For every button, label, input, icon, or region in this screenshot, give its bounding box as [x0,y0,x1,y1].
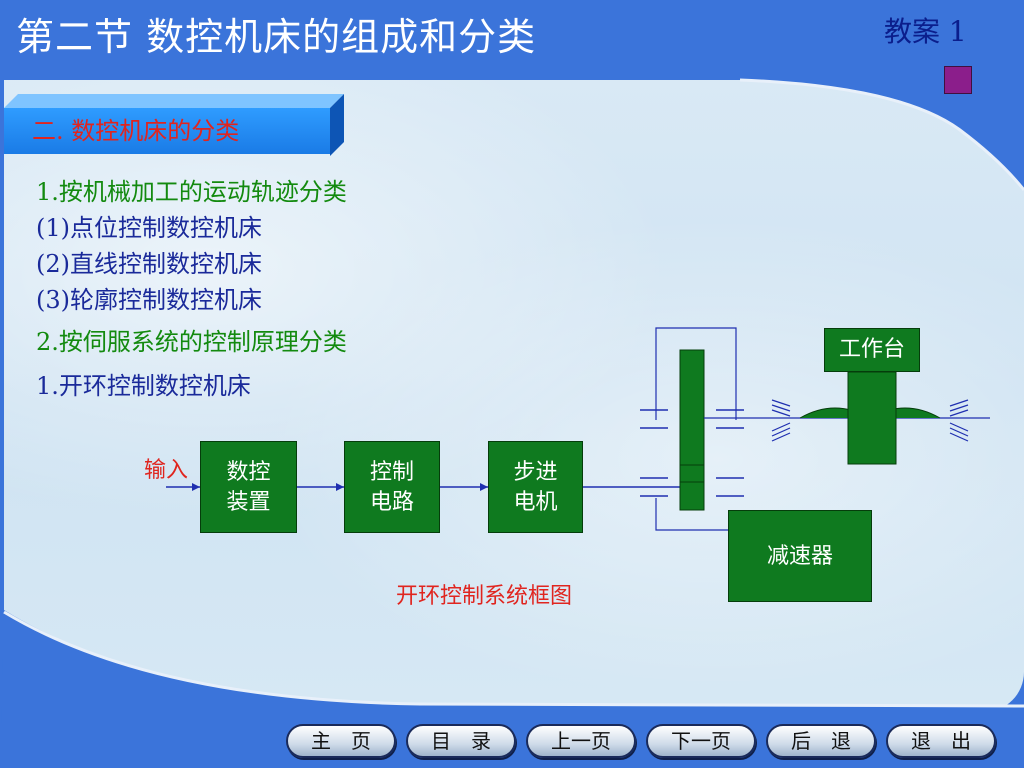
input-label: 输入 [144,458,189,483]
exit-button[interactable]: 退 出 [886,724,996,758]
nc-device-line2: 装置 [226,490,271,515]
diagram-caption: 开环控制系统框图 [396,584,573,609]
lesson-square-icon[interactable] [944,66,972,94]
arrowhead-circuit-to-motor [480,483,488,491]
item-open-loop: 1.开环控制数控机床 [36,372,251,400]
item-line-control: (2)直线控制数控机床 [36,250,262,278]
input-arrowhead [192,483,200,491]
bearing-right [949,399,969,442]
worktable-box: 工作台 [824,328,920,372]
bracket-top [655,327,737,420]
bracket-bottom [655,498,728,531]
item-contour-control: (3)轮廓控制数控机床 [36,286,262,314]
home-button[interactable]: 主 页 [286,724,396,758]
stepper-motor-line1: 步进 [513,460,558,485]
prev-page-button[interactable]: 上一页 [526,724,636,758]
lesson-label: 教案 1 [884,15,967,48]
item-point-control: (1)点位控制数控机床 [36,214,262,242]
control-circuit-line1: 控制 [369,460,414,485]
next-page-button[interactable]: 下一页 [646,724,756,758]
nav-bar: 主 页 目 录 上一页 下一页 后 退 退 出 [286,724,996,764]
toc-button[interactable]: 目 录 [406,724,516,758]
bearing-left [771,399,791,442]
stepper-motor-line2: 电机 [513,490,558,515]
page-title: 第二节 数控机床的组成和分类 [16,15,537,59]
section-tab: 二. 数控机床的分类 [4,108,330,154]
nc-device-line1: 数控 [226,460,271,485]
gear-shaft [679,349,705,511]
stepper-motor-box: 步进 电机 [488,441,583,533]
table-support [847,371,897,465]
heading-trajectory: 1.按机械加工的运动轨迹分类 [36,178,347,206]
control-circuit-box: 控制 电路 [344,441,440,533]
reducer-box: 减速器 [728,510,872,602]
back-button[interactable]: 后 退 [766,724,876,758]
nc-device-box: 数控 装置 [200,441,297,533]
arrowhead-nc-to-circuit [336,483,344,491]
control-circuit-line2: 电路 [369,490,414,515]
heading-servo: 2.按伺服系统的控制原理分类 [36,328,347,356]
